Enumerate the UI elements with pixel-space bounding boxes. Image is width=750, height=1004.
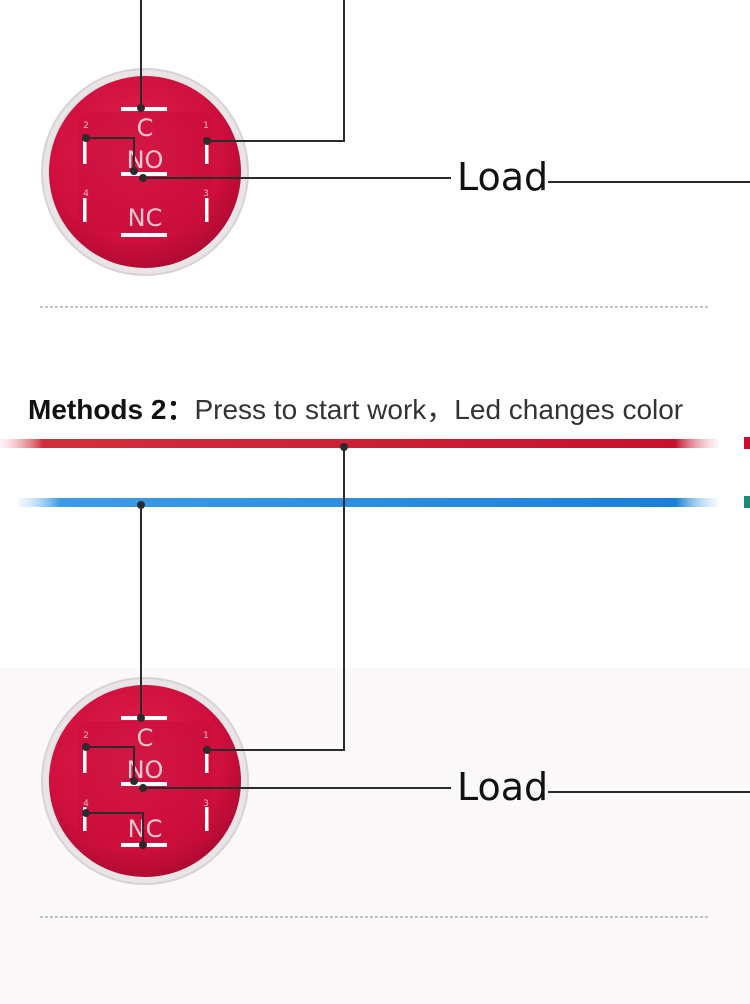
pin-number-2: 2 [83,731,89,741]
section2-junctions [82,443,348,849]
pin-number-1: 1 [203,731,209,741]
neutral-wire-end [744,496,750,508]
pin-number-4: 4 [83,799,89,809]
pin-number-3: 3 [203,189,209,199]
terminal-nc-label: NC [128,204,163,232]
section2-wires [86,447,750,845]
pin-number-4: 4 [83,189,89,199]
section1-switch: C NO NC 1 2 3 4 [41,68,249,276]
terminal-nc-label: NC [128,815,163,843]
method-heading: Methods 2：Press to start work，Led change… [28,388,748,428]
live-wire [0,439,718,448]
neutral-wire [18,498,718,507]
method-heading-title: Methods 2： [28,394,195,425]
section2-switch: C NO NC 1 2 3 4 [41,677,249,885]
terminal-c-label: C [137,114,154,142]
section1-junctions [82,104,211,182]
pin-number-3: 3 [203,799,209,809]
load-label: Load [457,155,549,199]
method-heading-text: Press to start work，Led changes color [194,394,684,425]
live-wire-end [744,437,750,449]
load-label: Load [457,765,549,809]
pin-number-1: 1 [203,121,209,131]
pin-number-2: 2 [83,121,89,131]
section1-wires [86,0,750,183]
terminal-c-label: C [137,724,154,752]
